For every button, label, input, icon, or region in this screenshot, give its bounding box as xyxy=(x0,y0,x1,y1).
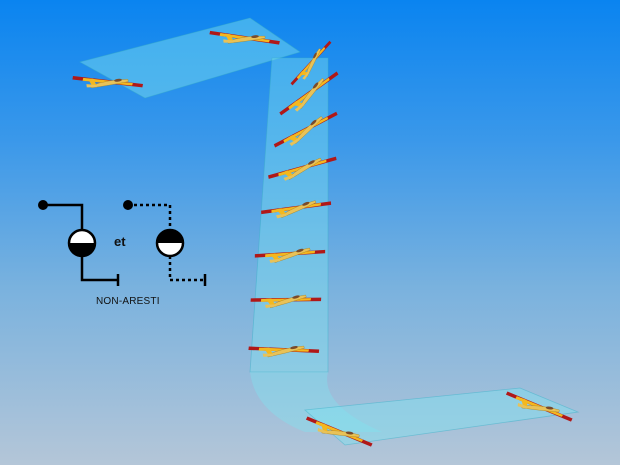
dotted-line-symbol xyxy=(123,200,207,286)
ribbon-vertical-down xyxy=(249,57,329,373)
connector-word: et xyxy=(114,234,126,249)
solid-line-symbol xyxy=(38,200,120,286)
ribbon-bottom-horizontal xyxy=(304,387,580,446)
ribbon-top-horizontal xyxy=(78,17,301,99)
legend-caption: NON-ARESTI xyxy=(96,296,160,307)
ribbon-pullout-curve xyxy=(250,372,382,432)
